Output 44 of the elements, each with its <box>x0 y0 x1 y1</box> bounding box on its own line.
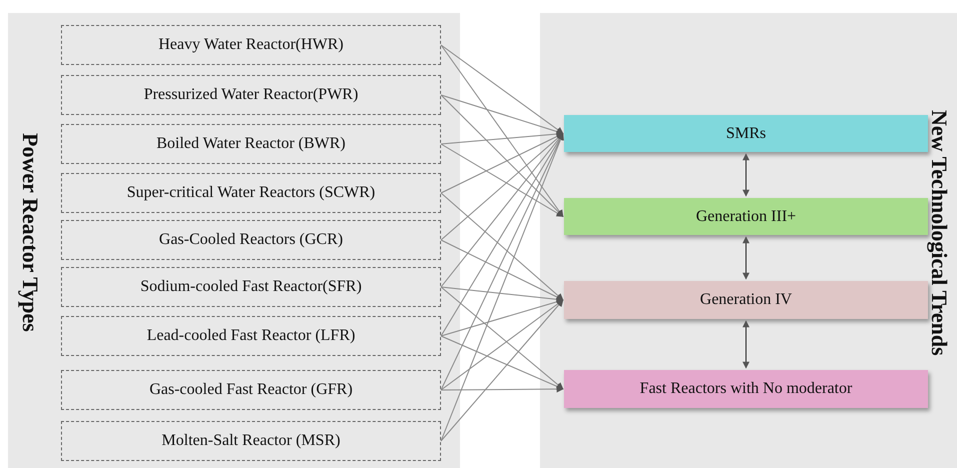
trend-box <box>564 198 928 235</box>
arrow <box>440 132 564 390</box>
reactor-type-box <box>61 75 441 115</box>
arrow <box>440 44 564 218</box>
box-label: Gas-cooled Fast Reactor (GFR) <box>149 381 353 399</box>
box-label: Gas-Cooled Reactors (GCR) <box>159 231 343 249</box>
arrow <box>440 144 564 217</box>
box-label: Pressurized Water Reactor(PWR) <box>144 86 358 104</box>
arrow <box>742 320 750 369</box>
group-panel <box>540 13 957 468</box>
box-label: SMRs <box>726 124 766 142</box>
reactor-type-box <box>61 25 441 65</box>
reactor-type-box <box>61 267 441 307</box>
reactor-type-box <box>61 173 441 213</box>
panel-heading: Power Reactor Types <box>17 133 43 332</box>
arrow <box>440 299 564 442</box>
panel-heading: New Technological Trends <box>926 110 952 356</box>
arrow <box>440 336 564 390</box>
reactor-type-box <box>61 316 441 356</box>
arrow <box>440 44 564 134</box>
arrow <box>742 236 750 280</box>
box-label: Generation IV <box>700 291 792 309</box>
box-label: Sodium-cooled Fast Reactor(SFR) <box>140 278 362 296</box>
reactor-type-box <box>61 124 441 164</box>
box-label: Heavy Water Reactor(HWR) <box>158 36 344 54</box>
arrow <box>440 240 564 300</box>
box-label: Molten-Salt Reactor (MSR) <box>162 432 340 450</box>
arrow <box>440 132 564 442</box>
arrow <box>440 94 564 217</box>
arrow <box>742 153 750 197</box>
box-label: Fast Reactors with No moderator <box>640 380 852 398</box>
box-label: Lead-cooled Fast Reactor (LFR) <box>146 327 356 345</box>
group-panel <box>8 13 460 468</box>
box-label: Super-critical Water Reactors (SCWR) <box>126 184 376 202</box>
arrow <box>440 386 564 393</box>
reactor-type-box <box>61 220 441 260</box>
reactor-type-box <box>61 370 441 410</box>
trend-box <box>564 370 928 408</box>
reactor-type-box <box>61 421 441 461</box>
box-label: Boiled Water Reactor (BWR) <box>156 135 346 153</box>
trend-box <box>564 115 928 152</box>
arrow <box>440 192 564 300</box>
box-label: Generation III+ <box>696 208 796 226</box>
trend-box <box>564 281 928 319</box>
